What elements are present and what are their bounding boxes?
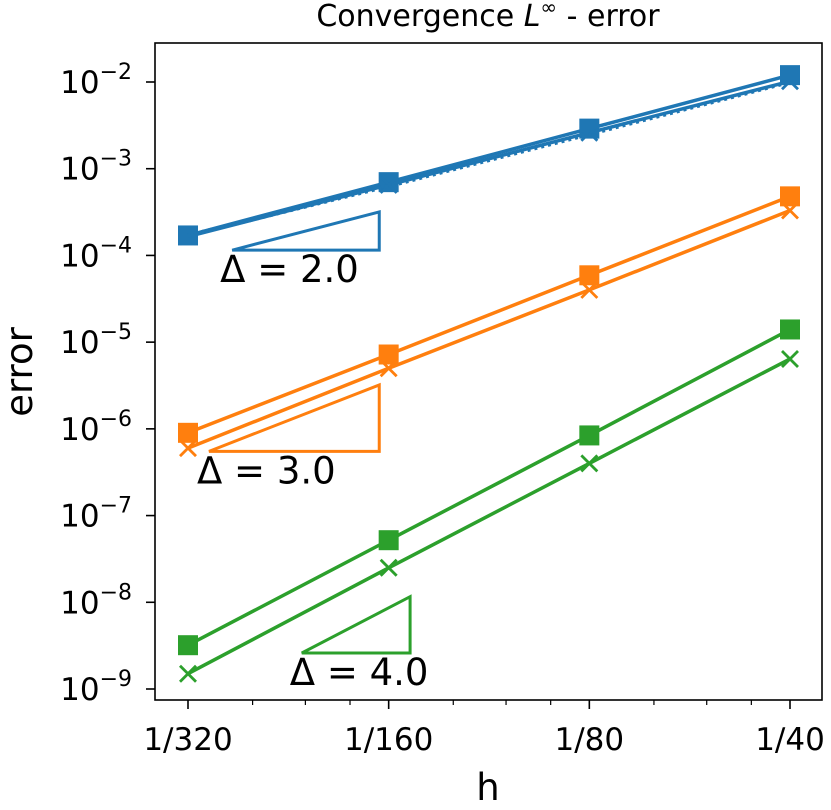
- slope-triangle-0: [231, 209, 381, 252]
- data-point-x: [379, 359, 398, 378]
- data-point-x: [179, 439, 197, 458]
- y-tick-label: 10−7: [60, 494, 132, 535]
- data-point-x: [580, 454, 599, 473]
- series-line-5: [187, 327, 791, 647]
- slope-triangle-1: [208, 382, 381, 453]
- data-point-square: [178, 635, 198, 656]
- x-tick-label: 1/80: [555, 722, 625, 758]
- slope-label-2: Δ = 4.0: [290, 651, 429, 694]
- series-line-6: [187, 357, 791, 676]
- y-tick-label: 10−6: [60, 407, 132, 448]
- data-point-x: [781, 72, 799, 91]
- data-point-x: [379, 558, 398, 577]
- y-axis-label: error: [0, 326, 41, 416]
- x-tick-label: 1/40: [755, 722, 825, 758]
- y-tick-label: 10−4: [60, 233, 132, 274]
- plot-area: Δ = 2.0 Δ = 3.0 Δ = 4.0: [178, 65, 800, 694]
- series-line-3: [187, 194, 791, 435]
- data-point-square: [780, 186, 800, 207]
- data-point-square: [579, 425, 600, 446]
- x-tick-label: 1/160: [344, 722, 433, 758]
- data-point-x: [379, 175, 398, 194]
- data-point-square: [780, 319, 800, 340]
- series-line-4: [187, 208, 791, 450]
- data-point-x: [179, 227, 197, 246]
- data-point-square: [378, 530, 399, 551]
- y-tick-label: 10−3: [60, 147, 132, 188]
- data-point-square: [780, 65, 800, 86]
- x-tick-label: 1/320: [143, 722, 232, 758]
- data-point-x: [781, 349, 799, 368]
- series-line-2: [187, 80, 791, 238]
- chart-title: Convergence L∞ - error: [316, 0, 660, 34]
- data-point-x: [580, 280, 599, 299]
- y-tick-label: 10−9: [60, 667, 132, 708]
- data-point-square: [378, 344, 399, 365]
- data-point-square: [579, 265, 600, 286]
- series-line-0: [187, 73, 791, 238]
- slope-label-1: Δ = 3.0: [197, 449, 336, 492]
- data-point-x: [781, 201, 799, 220]
- data-point-square: [178, 422, 198, 443]
- slope-label-0: Δ = 2.0: [220, 248, 359, 291]
- axes-frame: [154, 42, 823, 701]
- data-point-x: [179, 664, 197, 683]
- ticks: 1/320 1/160 1/80 1/40 10−9 10−8 10−7 10−6 10−5 10…: [60, 60, 825, 758]
- y-tick-label: 10−5: [60, 320, 132, 361]
- x-axis-label: h: [476, 766, 499, 809]
- axes: [154, 42, 823, 701]
- y-tick-label: 10−2: [60, 60, 132, 101]
- slope-triangle-2: [301, 594, 412, 655]
- y-tick-label: 10−8: [60, 580, 132, 621]
